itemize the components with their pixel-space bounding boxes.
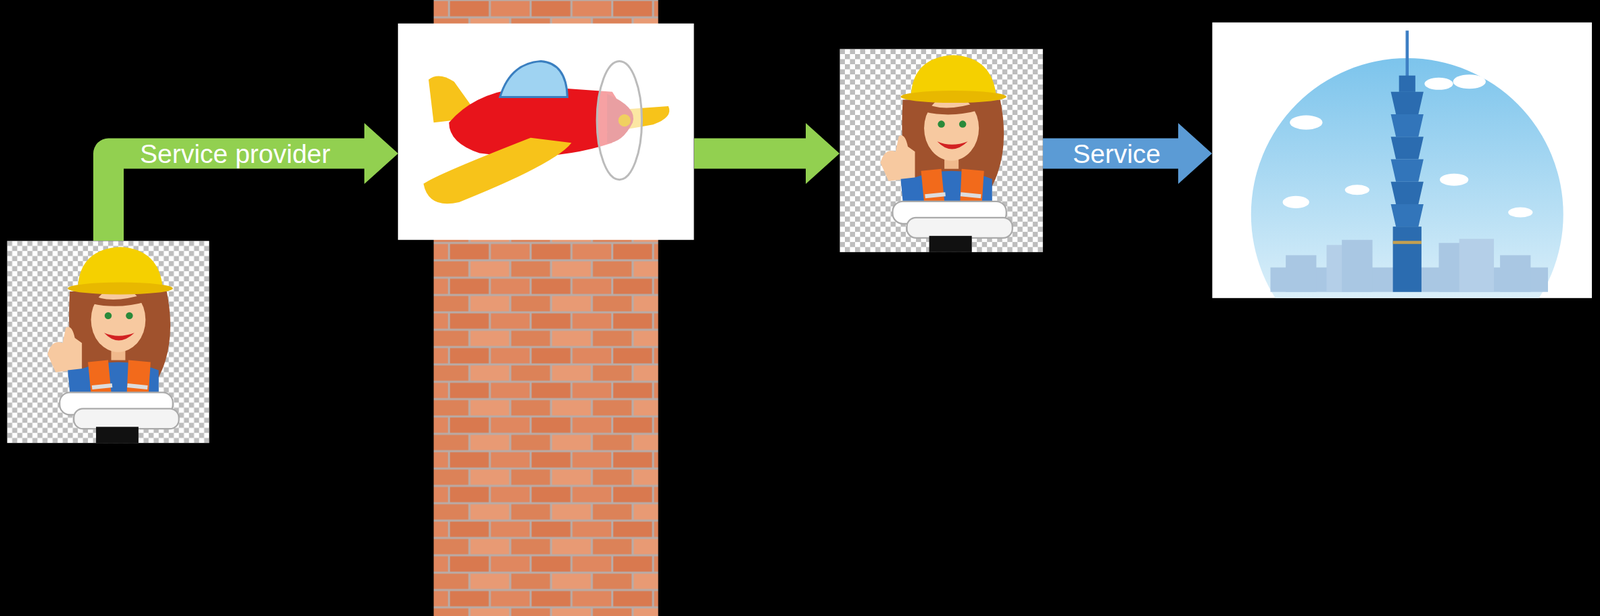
taipei-tower-illustration-part-part <box>1405 30 1409 80</box>
arrow-head <box>364 123 399 184</box>
block-arrow <box>1043 123 1212 184</box>
tower-picture <box>1211 22 1593 299</box>
airplane-illustration-part <box>618 114 631 127</box>
worker-picture <box>7 240 210 443</box>
taipei-tower-illustration-part-part <box>1499 254 1531 292</box>
taipei-tower-illustration-part-part <box>1424 77 1453 90</box>
airplane-picture <box>398 23 695 240</box>
taipei-tower-illustration-part <box>1251 30 1564 299</box>
arrow-head <box>1178 123 1212 184</box>
airplane-illustration-part <box>423 137 572 204</box>
airplane-illustration-part <box>500 61 568 98</box>
taipei-tower-illustration-part-part <box>1453 74 1486 89</box>
taipei-tower-illustration-part-part <box>1399 75 1416 92</box>
taipei-tower-illustration-part-part <box>1393 240 1422 245</box>
taipei-tower-illustration-part-part <box>1391 91 1424 115</box>
taipei-tower-illustration-part-part <box>1391 204 1424 227</box>
taipei-tower-illustration-part-part <box>1459 238 1494 292</box>
airplane-illustration-part <box>596 61 642 180</box>
airplane-illustration-part <box>398 23 695 240</box>
taipei-tower-illustration-part-part <box>1251 58 1564 299</box>
block-arrow <box>108 123 399 241</box>
taipei-tower-illustration-part-part <box>1439 173 1469 186</box>
worker-illustration <box>7 240 210 443</box>
taipei-tower-illustration-part-part <box>1285 254 1317 292</box>
worker-illustration-part <box>839 48 1043 252</box>
block-arrow <box>694 123 840 184</box>
taipei-tower-illustration-part-part <box>1345 184 1370 195</box>
worker-illustration <box>839 48 1043 252</box>
taipei-tower-illustration-part-part <box>1508 206 1533 217</box>
worker-picture <box>839 48 1044 253</box>
arrow-shaft <box>694 138 808 169</box>
arrow-head <box>805 123 840 184</box>
taipei-tower-illustration-part-part <box>1393 226 1422 293</box>
taipei-tower-illustration-part-part <box>1341 239 1373 293</box>
arrow-label: Service provider <box>139 140 331 167</box>
worker-illustration-part <box>7 240 210 443</box>
taipei-tower-illustration-part-part <box>1391 114 1424 137</box>
scene <box>7 0 1592 616</box>
taipei-tower-illustration-part-part <box>1289 115 1323 130</box>
taipei-tower-illustration <box>1211 22 1592 371</box>
arrow-label: Service <box>1072 140 1161 167</box>
taipei-tower-illustration-part-part <box>1391 181 1424 205</box>
arrow-shaft <box>1043 138 1180 169</box>
taipei-tower-illustration-part-part <box>1391 158 1424 182</box>
taipei-tower-illustration-part-part <box>1282 196 1310 209</box>
taipei-tower-illustration-part-part <box>1391 136 1424 159</box>
airplane-illustration <box>398 23 695 240</box>
